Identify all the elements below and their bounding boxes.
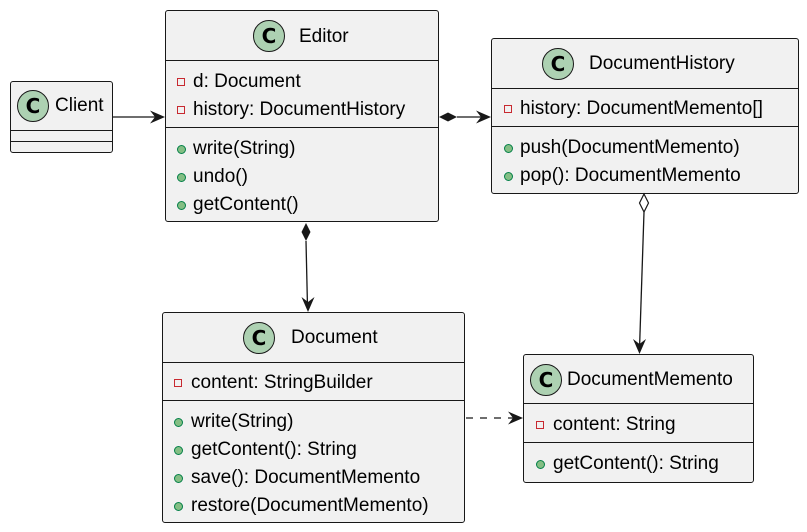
private-visibility-icon xyxy=(177,78,185,86)
field: d: Document xyxy=(193,71,301,92)
class-header: C Editor xyxy=(166,11,438,61)
class-name: Editor xyxy=(299,26,349,47)
method: push(DocumentMemento) xyxy=(520,137,740,158)
methods-section: write(String) getContent(): String save(… xyxy=(163,401,464,523)
class-document-history: C DocumentHistory history: DocumentMemen… xyxy=(491,38,799,194)
field: content: StringBuilder xyxy=(191,372,373,393)
method: getContent(): String xyxy=(191,439,357,460)
public-visibility-icon xyxy=(177,173,186,182)
class-stereotype-badge: C xyxy=(542,48,574,80)
public-visibility-icon xyxy=(504,172,513,181)
public-visibility-icon xyxy=(536,460,545,469)
method: getContent(): String xyxy=(553,453,719,474)
field: history: DocumentMemento[] xyxy=(520,98,763,119)
class-header: C Client xyxy=(11,82,112,131)
class-document: C Document content: StringBuilder write(… xyxy=(162,312,465,523)
method: write(String) xyxy=(191,411,294,432)
composition-diamond-icon xyxy=(301,223,311,241)
public-visibility-icon xyxy=(177,145,186,154)
fields-section: history: DocumentMemento[] xyxy=(492,89,798,127)
class-header: C DocumentMemento xyxy=(524,355,753,404)
class-stereotype-badge: C xyxy=(530,364,562,396)
private-visibility-icon xyxy=(504,105,512,113)
class-name: Document xyxy=(291,327,378,348)
fields-section: d: Document history: DocumentHistory xyxy=(166,61,438,128)
edge-editor-document xyxy=(301,223,315,312)
method: undo() xyxy=(193,166,248,187)
private-visibility-icon xyxy=(177,106,185,114)
public-visibility-icon xyxy=(174,446,183,455)
edge-document-history-document-memento xyxy=(633,192,650,354)
private-visibility-icon xyxy=(174,379,182,387)
edge-client-editor xyxy=(113,110,165,124)
methods-section: push(DocumentMemento) pop(): DocumentMem… xyxy=(492,127,798,194)
method: write(String) xyxy=(193,138,296,159)
public-visibility-icon xyxy=(174,418,183,427)
class-header: C Document xyxy=(163,313,464,363)
method: getContent() xyxy=(193,194,299,215)
method: pop(): DocumentMemento xyxy=(520,165,741,186)
class-stereotype-badge: C xyxy=(17,90,49,122)
class-name: DocumentHistory xyxy=(589,53,735,74)
class-header: C DocumentHistory xyxy=(492,39,798,89)
public-visibility-icon xyxy=(177,201,186,210)
class-document-memento: C DocumentMemento content: String getCon… xyxy=(523,354,754,483)
methods-section: write(String) undo() getContent() xyxy=(166,128,438,222)
class-name: Client xyxy=(55,95,104,116)
edge-editor-document-history xyxy=(439,110,491,124)
public-visibility-icon xyxy=(174,502,183,511)
fields-section: content: String xyxy=(524,404,753,443)
class-stereotype-badge: C xyxy=(243,322,275,354)
aggregation-diamond-icon xyxy=(638,192,650,214)
methods-section: getContent(): String xyxy=(524,443,753,483)
class-name: DocumentMemento xyxy=(567,369,733,390)
fields-section: content: StringBuilder xyxy=(163,363,464,401)
composition-diamond-icon xyxy=(439,112,457,122)
method: save(): DocumentMemento xyxy=(191,467,421,488)
method: restore(DocumentMemento) xyxy=(191,495,429,516)
class-client: C Client xyxy=(10,81,113,153)
public-visibility-icon xyxy=(504,144,513,153)
class-stereotype-badge: C xyxy=(253,20,285,52)
private-visibility-icon xyxy=(536,421,544,429)
field: content: String xyxy=(553,414,676,435)
edge-document-document-memento xyxy=(466,411,523,425)
fields-section xyxy=(11,131,112,142)
public-visibility-icon xyxy=(174,474,183,483)
field: history: DocumentHistory xyxy=(193,99,406,120)
class-editor: C Editor d: Document history: DocumentHi… xyxy=(165,10,439,222)
